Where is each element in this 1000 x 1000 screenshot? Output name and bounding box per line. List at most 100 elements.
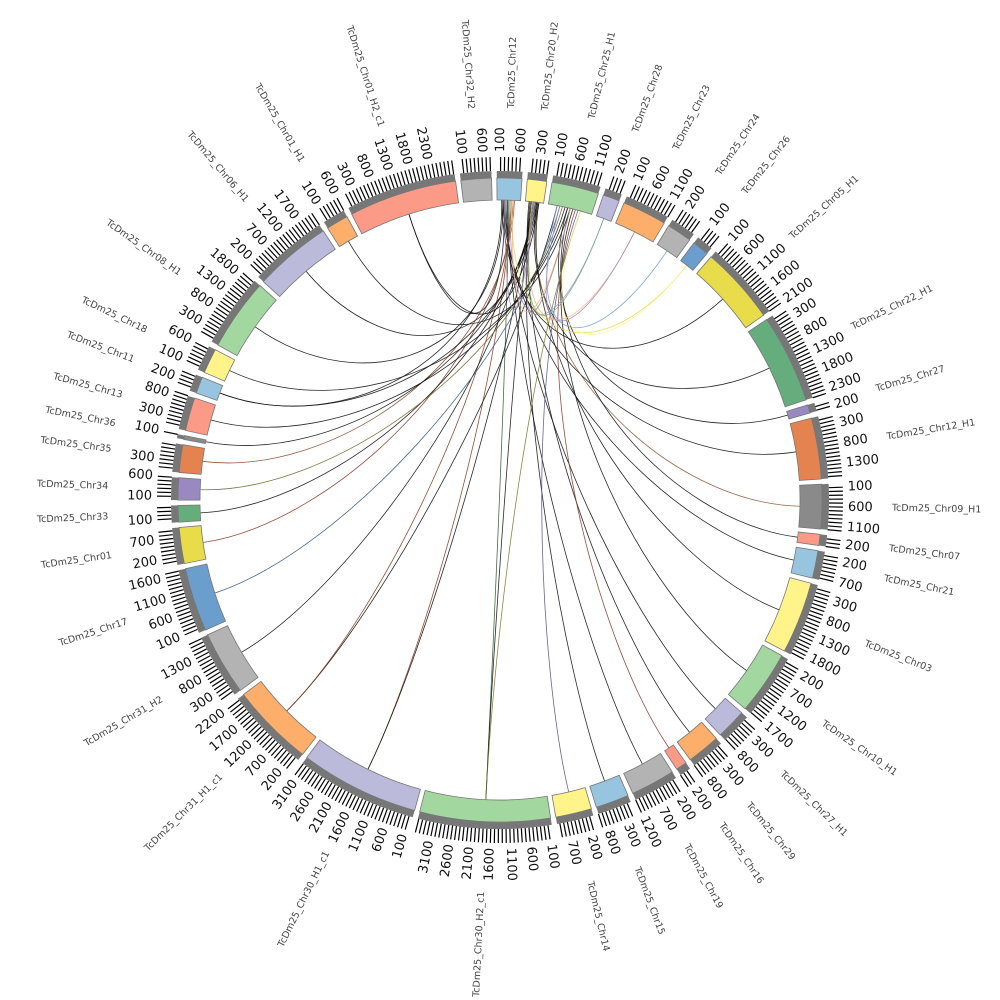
- tick-mark: [473, 157, 476, 172]
- sector-block[interactable]: [548, 181, 599, 215]
- tick-mark: [636, 188, 644, 202]
- tick-mark: [262, 736, 273, 748]
- tick-mark: [207, 320, 220, 329]
- tick-label: 800: [801, 314, 830, 339]
- tick-mark: [542, 159, 546, 174]
- sector-block[interactable]: [595, 194, 620, 222]
- tick-mark: [623, 804, 630, 819]
- sector-block[interactable]: [496, 177, 523, 202]
- sector-block[interactable]: [207, 625, 259, 691]
- sector-block[interactable]: [351, 180, 460, 235]
- sector-block[interactable]: [178, 525, 207, 565]
- tick-mark: [267, 742, 279, 754]
- sector-block[interactable]: [525, 178, 548, 204]
- sector-block[interactable]: [460, 177, 493, 203]
- axis-track: [624, 196, 668, 224]
- tick-mark: [794, 645, 808, 653]
- tick-mark: [255, 258, 267, 269]
- sector-block[interactable]: [747, 318, 807, 408]
- sector-block[interactable]: [551, 787, 592, 818]
- sector-block[interactable]: [727, 644, 783, 710]
- sector-block[interactable]: [327, 216, 359, 248]
- sector-block[interactable]: [203, 349, 236, 382]
- sector-block[interactable]: [704, 697, 743, 736]
- tick-mark: [408, 169, 414, 184]
- tick-mark: [227, 699, 240, 710]
- sector-block[interactable]: [790, 546, 819, 579]
- tick-mark: [363, 185, 370, 199]
- tick-mark: [669, 781, 678, 795]
- tick-mark: [783, 665, 797, 674]
- tick-mark: [174, 390, 189, 397]
- sector-block[interactable]: [796, 531, 821, 546]
- sector-label: TcDm25_Chr13: [51, 371, 124, 401]
- tick-mark: [662, 785, 671, 799]
- tick-label: 800: [353, 152, 376, 181]
- tick-mark: [798, 355, 812, 363]
- tick-mark: [177, 611, 191, 617]
- tick-mark: [733, 730, 745, 742]
- tick-mark: [481, 828, 484, 843]
- link-TcDm25_Chr25_H1-TcDm25_Chr13: [210, 207, 566, 428]
- sector-block[interactable]: [798, 483, 823, 530]
- tick-mark: [825, 447, 840, 451]
- link-TcDm25_Chr25_H1-TcDm25_Chr24: [546, 205, 668, 329]
- sector-block[interactable]: [419, 790, 552, 823]
- tick-mark: [188, 638, 202, 646]
- sector-block[interactable]: [664, 744, 687, 770]
- tick-mark: [570, 821, 575, 836]
- sector-block[interactable]: [183, 435, 207, 445]
- tick-label: 100: [553, 131, 572, 158]
- tick-mark: [213, 310, 226, 320]
- sector-block[interactable]: [184, 563, 227, 631]
- tick-mark: [597, 172, 603, 187]
- axis-track: [527, 172, 548, 182]
- sector-block[interactable]: [589, 774, 629, 808]
- sector-block[interactable]: [656, 225, 691, 259]
- tick-mark: [170, 592, 185, 598]
- tick-mark: [626, 803, 634, 817]
- tick-mark: [329, 201, 338, 215]
- sector-block[interactable]: [177, 504, 202, 523]
- axis-track: [603, 188, 622, 201]
- sector-block[interactable]: [764, 577, 812, 652]
- tick-mark: [680, 774, 689, 788]
- sector-block[interactable]: [676, 721, 717, 761]
- tick-mark: [181, 370, 196, 377]
- tick-mark: [785, 661, 799, 670]
- sector-block[interactable]: [185, 397, 216, 436]
- link-TcDm25_Chr25_H1-TcDm25_Chr01_H1: [348, 208, 571, 325]
- sector-block[interactable]: [195, 376, 224, 401]
- sector-block[interactable]: [615, 202, 665, 243]
- tick-mark: [252, 261, 264, 272]
- axis-track: [552, 175, 601, 194]
- tick-mark: [374, 806, 381, 820]
- tick-label: 1300: [845, 452, 879, 470]
- sector-block[interactable]: [217, 284, 277, 357]
- tick-mark: [392, 173, 399, 188]
- tick-mark: [356, 798, 363, 812]
- sector-block[interactable]: [786, 404, 811, 420]
- sector-block[interactable]: [623, 752, 673, 794]
- sector-block[interactable]: [306, 739, 421, 811]
- tick-mark: [814, 595, 829, 601]
- sector-block[interactable]: [680, 242, 708, 271]
- sector-block[interactable]: [177, 477, 202, 501]
- tick-mark: [220, 690, 233, 701]
- tick-mark: [370, 181, 377, 196]
- tick-mark: [161, 446, 176, 450]
- tick-mark: [824, 554, 839, 559]
- tick-mark: [235, 708, 247, 719]
- tick-label: 1100: [846, 520, 880, 538]
- tick-mark: [725, 738, 736, 750]
- tick-mark: [815, 401, 830, 408]
- tick-mark: [571, 165, 576, 180]
- tick-mark: [473, 828, 477, 843]
- sector-block[interactable]: [789, 417, 822, 481]
- sector-block[interactable]: [178, 444, 205, 475]
- tick-mark: [227, 291, 240, 301]
- tick-mark: [810, 606, 825, 613]
